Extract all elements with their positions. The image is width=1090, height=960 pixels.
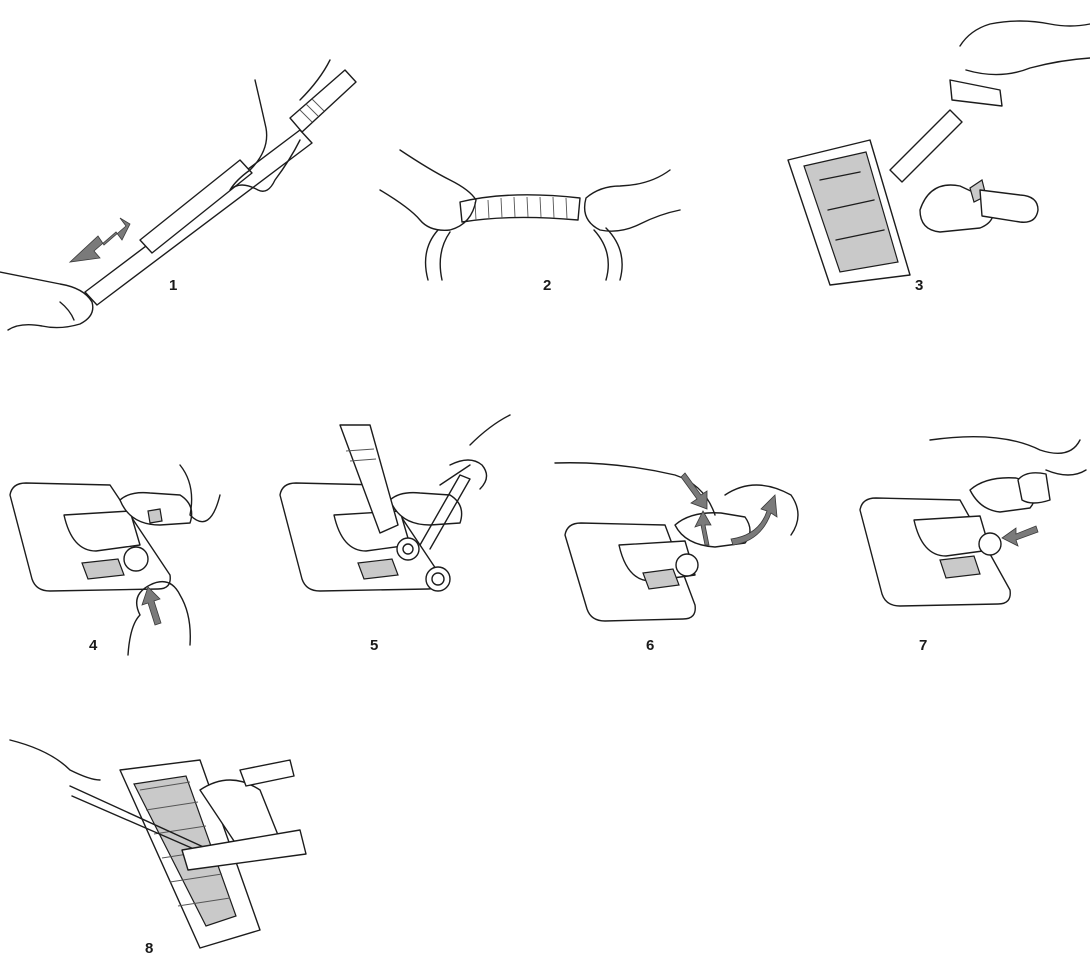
insert-wheel-icon [850, 420, 1090, 655]
step-number-2: 2 [543, 277, 551, 294]
scissors-cut-brush-icon [10, 730, 320, 958]
step-3-figure: 3 [770, 10, 1090, 300]
press-release-button-icon [0, 455, 240, 655]
flex-hose-icon [380, 140, 700, 300]
twist-joint-icon [555, 455, 815, 655]
step-number-8: 8 [145, 940, 153, 957]
step-5-figure: 5 [270, 405, 520, 655]
step-2-figure: 2 [380, 140, 700, 300]
step-number-5: 5 [370, 637, 378, 654]
floor-nozzle-underside-icon [770, 10, 1090, 300]
clean-telescopic-tube-icon [0, 40, 370, 340]
step-number-6: 6 [646, 637, 654, 654]
step-4-figure: 4 [0, 455, 240, 655]
step-1-figure: 1 [0, 40, 370, 340]
step-7-figure: 7 [850, 420, 1090, 655]
step-number-4: 4 [89, 637, 97, 654]
step-6-figure: 6 [555, 455, 815, 655]
step-number-3: 3 [915, 277, 923, 294]
step-8-figure: 8 [10, 730, 320, 958]
step-number-7: 7 [919, 637, 927, 654]
step-number-1: 1 [169, 277, 177, 294]
pliers-remove-wheel-icon [270, 405, 520, 655]
